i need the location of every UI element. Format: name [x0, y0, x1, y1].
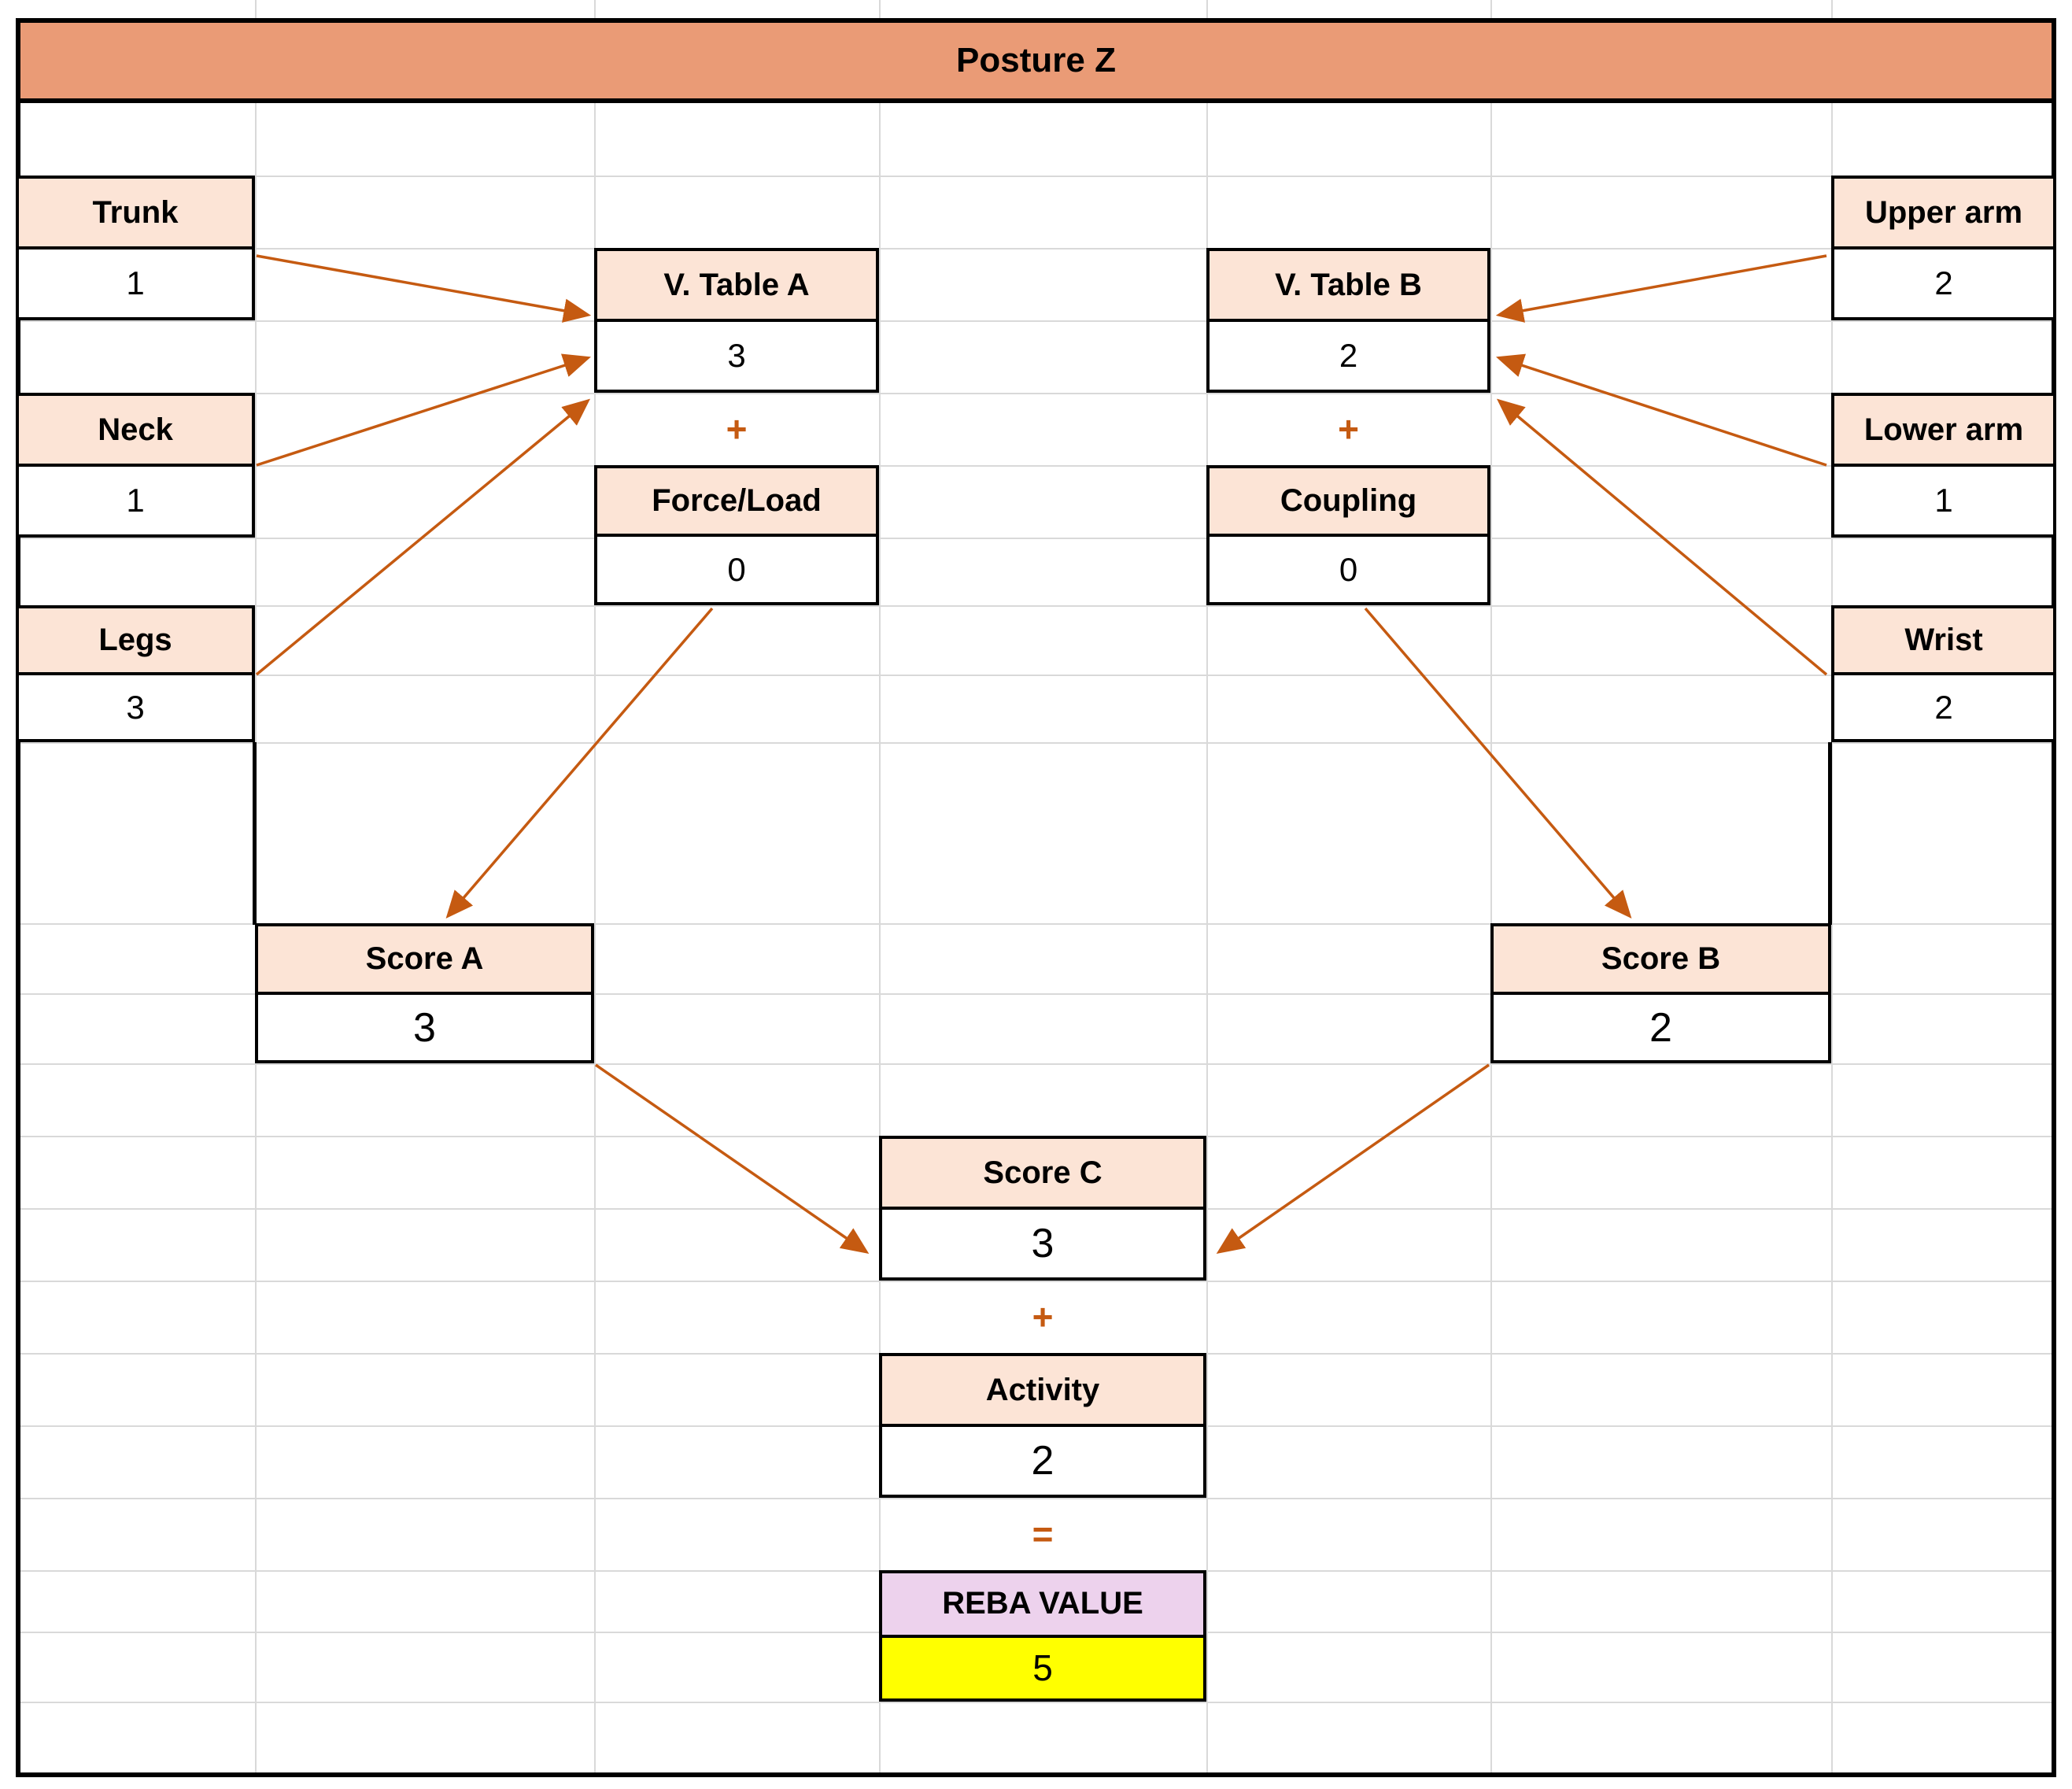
gridline-vertical [1206, 0, 1208, 1777]
gridline-vertical [879, 0, 881, 1777]
force-load-label: Force/Load [597, 468, 876, 537]
table-b-box: V. Table B 2 [1206, 248, 1490, 393]
score-c-value-cell[interactable]: 3 [882, 1210, 1203, 1277]
gridline-horizontal [16, 393, 2056, 394]
legs-value-cell[interactable]: 3 [19, 675, 252, 739]
column-border-left [253, 742, 257, 925]
gridline-horizontal [16, 176, 2056, 177]
coupling-box: Coupling 0 [1206, 465, 1490, 605]
page-title: Posture Z [16, 18, 2056, 103]
plus-operator-a: + [726, 408, 748, 449]
neck-value-cell[interactable]: 1 [19, 467, 252, 534]
score-a-value-cell[interactable]: 3 [258, 995, 591, 1060]
wrist-label: Wrist [1834, 608, 2053, 675]
arrow-neck-to-table-a [256, 353, 591, 467]
table-a-value-cell[interactable]: 3 [597, 322, 876, 390]
trunk-box: Trunk 1 [16, 176, 255, 320]
equals-operator: = [1032, 1514, 1054, 1554]
neck-label: Neck [19, 396, 252, 467]
lower-arm-value-cell[interactable]: 1 [1834, 467, 2053, 534]
lower-arm-box: Lower arm 1 [1831, 393, 2056, 538]
gridline-vertical [1490, 0, 1492, 1777]
arrow-coupling-to-score-b [1364, 607, 1632, 919]
gridline-horizontal [16, 1281, 2056, 1282]
table-a-label: V. Table A [597, 251, 876, 322]
plus-operator-c: + [1032, 1296, 1054, 1337]
score-b-label: Score B [1494, 926, 1828, 995]
gridline-horizontal [16, 1498, 2056, 1499]
gridline-horizontal [16, 993, 2056, 995]
wrist-value-cell[interactable]: 2 [1834, 675, 2053, 739]
arrow-upper-arm-to-table-b [1495, 254, 1827, 323]
upper-arm-label: Upper arm [1834, 179, 2053, 249]
page-title-text: Posture Z [956, 41, 1116, 79]
reba-box: REBA VALUE 5 [879, 1570, 1206, 1702]
gridline-horizontal [16, 605, 2056, 607]
wrist-box: Wrist 2 [1831, 605, 2056, 742]
arrow-score-a-to-score-c [595, 1063, 870, 1254]
arrow-force-load-to-score-a [445, 607, 714, 919]
upper-arm-box: Upper arm 2 [1831, 176, 2056, 320]
arrow-score-b-to-score-c [1216, 1063, 1490, 1254]
coupling-label: Coupling [1210, 468, 1487, 537]
upper-arm-value-cell[interactable]: 2 [1834, 249, 2053, 317]
gridline-vertical [1831, 0, 1833, 1777]
column-border-right [1828, 742, 1832, 925]
gridline-horizontal [16, 1702, 2056, 1703]
activity-value-cell[interactable]: 2 [882, 1427, 1203, 1495]
force-load-box: Force/Load 0 [594, 465, 879, 605]
score-b-value-cell[interactable]: 2 [1494, 995, 1828, 1060]
reba-value-cell[interactable]: 5 [882, 1637, 1203, 1698]
force-load-value-cell[interactable]: 0 [597, 537, 876, 602]
score-c-box: Score C 3 [879, 1136, 1206, 1281]
gridline-horizontal [16, 923, 2056, 925]
gridline-horizontal [16, 248, 2056, 249]
gridline-horizontal [16, 538, 2056, 539]
score-b-box: Score B 2 [1490, 923, 1831, 1063]
score-a-label: Score A [258, 926, 591, 995]
arrow-lower-arm-to-table-b [1496, 353, 1827, 467]
gridline-horizontal [16, 320, 2056, 322]
plus-operator-b: + [1338, 408, 1359, 449]
legs-label: Legs [19, 608, 252, 675]
reba-label: REBA VALUE [882, 1573, 1203, 1638]
score-c-label: Score C [882, 1139, 1203, 1210]
table-b-value-cell[interactable]: 2 [1210, 322, 1487, 390]
score-a-box: Score A 3 [255, 923, 594, 1063]
gridline-horizontal [16, 1063, 2056, 1065]
gridline-horizontal [16, 675, 2056, 676]
neck-box: Neck 1 [16, 393, 255, 538]
lower-arm-label: Lower arm [1834, 396, 2053, 467]
arrow-trunk-to-table-a [256, 254, 592, 323]
activity-box: Activity 2 [879, 1353, 1206, 1498]
legs-box: Legs 3 [16, 605, 255, 742]
activity-label: Activity [882, 1356, 1203, 1427]
trunk-label: Trunk [19, 179, 252, 249]
gridline-horizontal [16, 465, 2056, 467]
table-a-box: V. Table A 3 [594, 248, 879, 393]
trunk-value-cell[interactable]: 1 [19, 249, 252, 317]
gridline-horizontal [16, 742, 2056, 744]
coupling-value-cell[interactable]: 0 [1210, 537, 1487, 602]
table-b-label: V. Table B [1210, 251, 1487, 322]
